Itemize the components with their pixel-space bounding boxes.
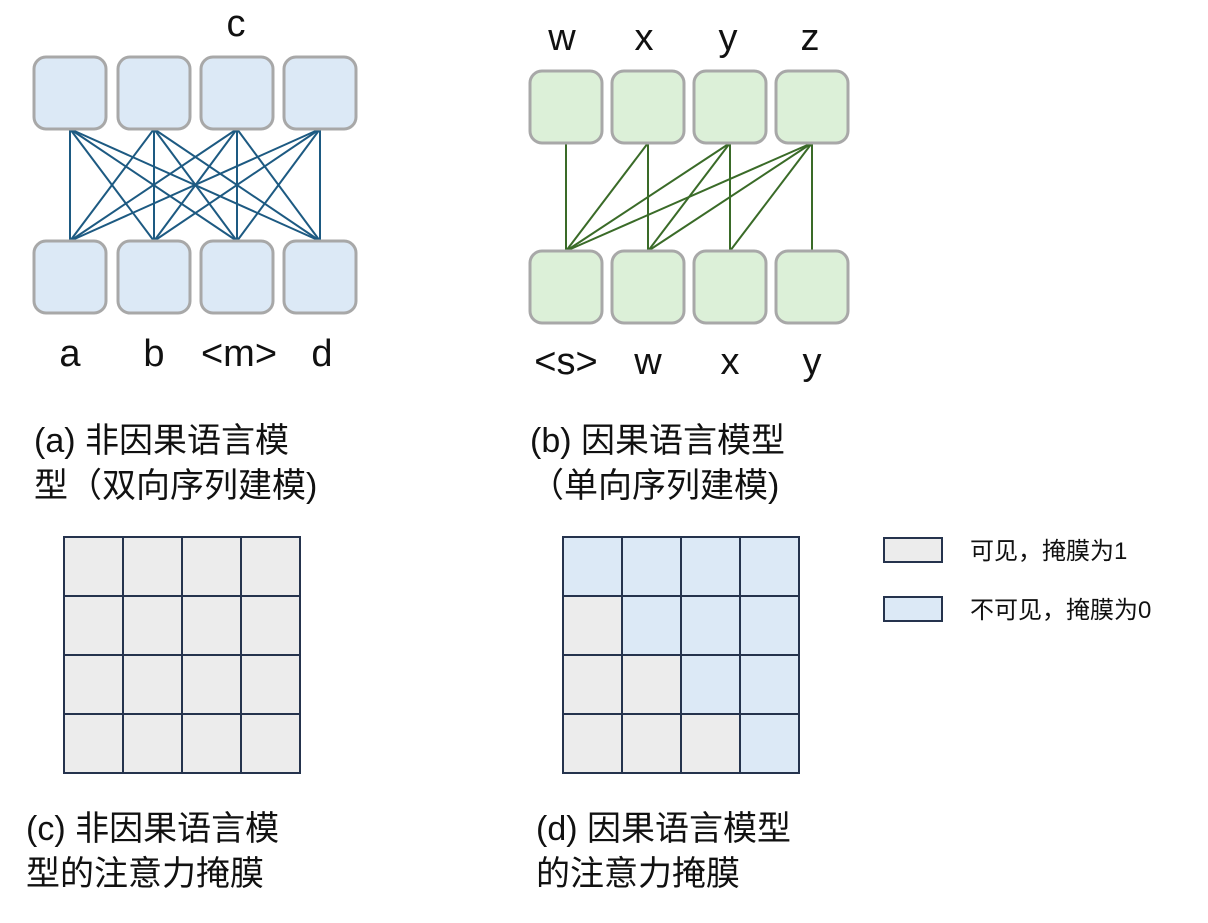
panel-a-bottom-box-3 bbox=[199, 239, 275, 315]
panel-d-mask-grid bbox=[562, 536, 800, 774]
panel-b-caption-line-2: （单向序列建模) bbox=[530, 467, 779, 505]
panel-a-connection-4-1 bbox=[69, 128, 321, 242]
panel-c-mask-cell-3-3 bbox=[181, 654, 242, 715]
panel-d-mask-cell-2-1 bbox=[562, 595, 623, 656]
panel-b-bottom-box-4 bbox=[774, 249, 850, 325]
panel-d-mask-cell-4-1 bbox=[562, 713, 623, 774]
panel-b-connection-3-4 bbox=[729, 142, 813, 252]
panel-c-mask-cell-2-4 bbox=[240, 595, 301, 656]
legend-label-masked: 不可见，掩膜为0 bbox=[970, 597, 1151, 624]
panel-a-connections bbox=[69, 128, 321, 242]
panel-c-caption-line-2: 型的注意力掩膜 bbox=[26, 855, 264, 893]
panel-b-top-box-2 bbox=[610, 69, 686, 145]
panel-a-bottom-box-4 bbox=[282, 239, 358, 315]
panel-a-connection-4-2 bbox=[153, 128, 321, 242]
panel-c-mask-cell-4-3 bbox=[181, 713, 242, 774]
panel-a-top-box-1 bbox=[32, 55, 108, 131]
panel-b-top-label-1: w bbox=[547, 17, 576, 59]
panel-d-mask-cell-2-2 bbox=[621, 595, 682, 656]
panel-c-mask-cell-3-1 bbox=[63, 654, 124, 715]
panel-b-connection-1-2 bbox=[565, 142, 649, 252]
panel-c-mask-cell-4-1 bbox=[63, 713, 124, 774]
panel-c-mask-cell-2-1 bbox=[63, 595, 124, 656]
panel-d-mask-cell-1-4 bbox=[739, 536, 800, 597]
panel-c-mask-cell-2-2 bbox=[122, 595, 183, 656]
panel-c-mask-cell-1-1 bbox=[63, 536, 124, 597]
panel-c-mask-cell-1-4 bbox=[240, 536, 301, 597]
panel-b-top-box-3 bbox=[692, 69, 768, 145]
panel-a-bottom-label-2: b bbox=[143, 333, 164, 375]
panel-a-bottom-label-3: <m> bbox=[201, 333, 277, 375]
legend: 可见，掩膜为1 不可见，掩膜为0 bbox=[883, 537, 1151, 624]
panel-c-caption-line-1: (c) 非因果语言模 bbox=[26, 810, 279, 848]
panel-d-mask-cell-3-1 bbox=[562, 654, 623, 715]
panel-d-caption-line-1: (d) 因果语言模型 bbox=[536, 810, 791, 848]
panel-a-boxes bbox=[32, 55, 358, 315]
panel-b-bottom-box-1 bbox=[528, 249, 604, 325]
panel-d-mask-cell-4-3 bbox=[680, 713, 741, 774]
panel-d-mask-cell-3-2 bbox=[621, 654, 682, 715]
panel-c-mask-cell-4-2 bbox=[122, 713, 183, 774]
panel-d-mask-cell-1-1 bbox=[562, 536, 623, 597]
panel-b-bottom-label-3: x bbox=[721, 341, 740, 383]
panel-a-bottom-label-4: d bbox=[311, 333, 332, 375]
panel-d-mask-cell-1-2 bbox=[621, 536, 682, 597]
panel-c-mask-cell-3-2 bbox=[122, 654, 183, 715]
panel-b-caption-line-1: (b) 因果语言模型 bbox=[530, 422, 785, 460]
legend-swatch-visible bbox=[883, 537, 943, 563]
panel-a-connection-4-3 bbox=[236, 128, 321, 242]
panel-d-mask-cell-2-3 bbox=[680, 595, 741, 656]
panel-d-mask-cell-4-2 bbox=[621, 713, 682, 774]
panel-a-caption-line-2: 型（双向序列建模) bbox=[34, 467, 317, 505]
panel-a-bottom-label-1: a bbox=[59, 333, 81, 375]
panel-c-mask-cell-2-3 bbox=[181, 595, 242, 656]
panel-d-mask-cell-4-4 bbox=[739, 713, 800, 774]
panel-a-top-box-2 bbox=[116, 55, 192, 131]
panel-b-boxes bbox=[528, 69, 850, 325]
panel-b-bottom-box-3 bbox=[692, 249, 768, 325]
panel-a-connection-3-1 bbox=[69, 128, 238, 242]
panel-a-top-box-4 bbox=[282, 55, 358, 131]
panel-d-caption-line-2: 的注意力掩膜 bbox=[536, 855, 740, 893]
panel-b-top-box-4 bbox=[774, 69, 850, 145]
panel-b-top-label-4: z bbox=[801, 17, 820, 59]
panel-b-bottom-label-1: <s> bbox=[534, 341, 597, 383]
panel-b-bottom-label-2: w bbox=[633, 341, 662, 383]
panel-d-mask-cell-3-4 bbox=[739, 654, 800, 715]
panel-d-mask-cell-1-3 bbox=[680, 536, 741, 597]
panel-a-bottom-box-2 bbox=[116, 239, 192, 315]
panel-c-mask-cell-1-2 bbox=[122, 536, 183, 597]
panel-c-mask-cell-4-4 bbox=[240, 713, 301, 774]
panel-c-mask-cell-3-4 bbox=[240, 654, 301, 715]
panel-a-caption-line-1: (a) 非因果语言模 bbox=[34, 422, 289, 460]
panel-b-top-label-3: y bbox=[719, 17, 738, 59]
panel-b-top-box-1 bbox=[528, 69, 604, 145]
panel-b-connections bbox=[565, 142, 813, 252]
panel-b-top-label-2: x bbox=[635, 17, 654, 59]
panel-c-mask-cell-1-3 bbox=[181, 536, 242, 597]
panel-d-mask-cell-3-3 bbox=[680, 654, 741, 715]
panel-b-bottom-box-2 bbox=[610, 249, 686, 325]
panel-c-mask-grid bbox=[63, 536, 301, 774]
panel-a-top-label-3: c bbox=[227, 3, 246, 45]
panel-b-bottom-label-4: y bbox=[803, 341, 822, 383]
legend-swatch-masked bbox=[883, 596, 943, 622]
panel-a-bottom-box-1 bbox=[32, 239, 108, 315]
panel-b-connection-2-3 bbox=[647, 142, 731, 252]
panel-d-mask-cell-2-4 bbox=[739, 595, 800, 656]
panel-a-top-box-3 bbox=[199, 55, 275, 131]
panel-a-connection-2-1 bbox=[69, 128, 155, 242]
legend-label-visible: 可见，掩膜为1 bbox=[970, 538, 1127, 565]
